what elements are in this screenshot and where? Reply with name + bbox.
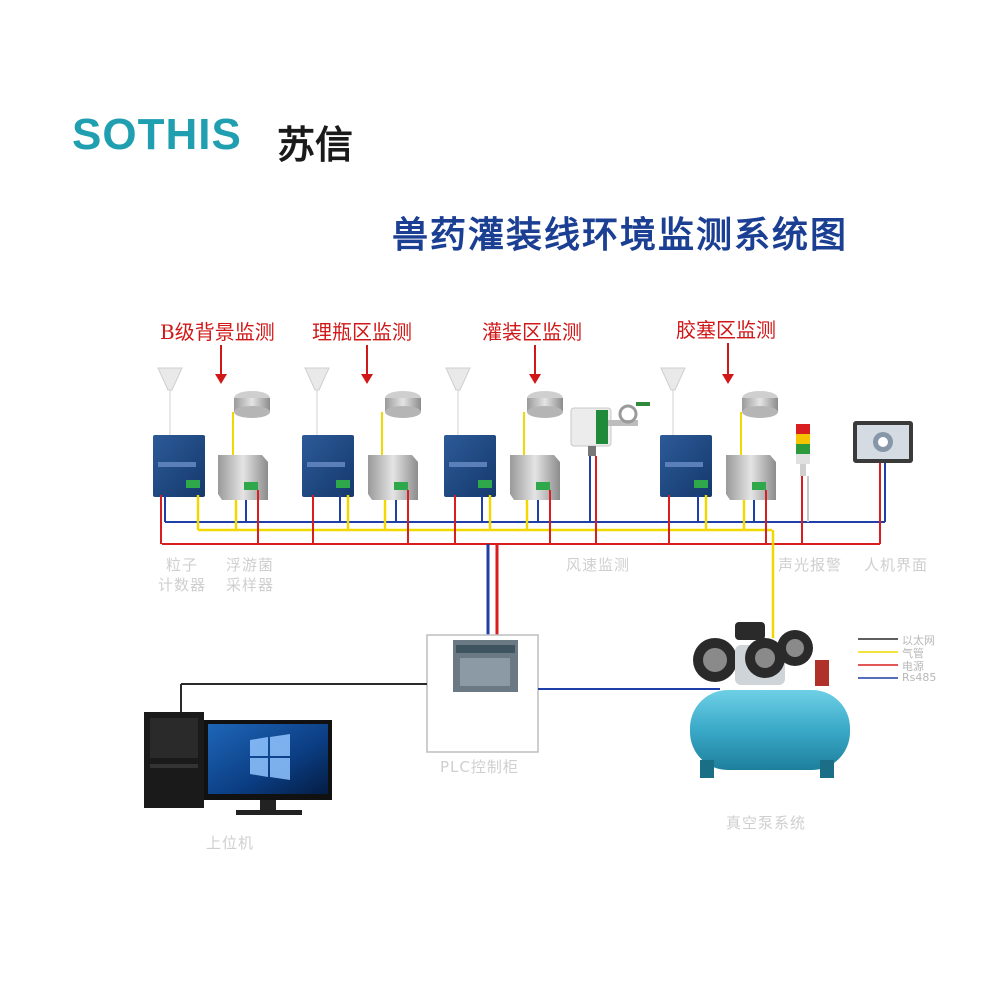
plc-cabinet xyxy=(426,634,720,753)
unit-4 xyxy=(660,367,778,544)
caption-plankton-sampler-line1: 浮游菌 xyxy=(226,556,275,574)
zone-arrows xyxy=(215,343,734,384)
caption-particle-counter: 粒子 计数器 xyxy=(158,555,206,595)
caption-plc: PLC控制柜 xyxy=(440,758,519,776)
zone-label-b-background: B级背景监测 xyxy=(160,320,275,344)
legend-power: 电源 xyxy=(902,660,924,673)
caption-pc: 上位机 xyxy=(206,834,255,852)
logo-brand: SOTHIS xyxy=(72,110,242,159)
unit-1 xyxy=(153,367,270,544)
logo-brand-cn: 苏信 xyxy=(277,123,354,167)
legend-lines xyxy=(858,638,898,679)
caption-particle-counter-line1: 粒子 xyxy=(166,556,199,574)
caption-alarm: 声光报警 xyxy=(778,556,843,574)
bus-lines xyxy=(162,521,885,545)
hmi-screen xyxy=(853,421,913,544)
caption-vacuum: 真空泵系统 xyxy=(726,814,807,832)
caption-wind-speed: 风速监测 xyxy=(566,556,631,574)
host-pc xyxy=(144,712,332,815)
diagram-title: 兽药灌装线环境监测系统图 xyxy=(392,215,849,256)
caption-particle-counter-line2: 计数器 xyxy=(158,576,207,594)
caption-plankton-sampler: 浮游菌 采样器 xyxy=(226,555,274,595)
trunk-lines xyxy=(486,530,775,638)
alarm-light xyxy=(796,424,810,544)
wind-speed-sensor xyxy=(570,402,650,544)
caption-plankton-sampler-line2: 采样器 xyxy=(226,576,275,594)
zone-label-stopper: 胶塞区监测 xyxy=(676,318,776,342)
zone-label-filling: 灌装区监测 xyxy=(482,320,582,344)
legend-rs485: Rs485 xyxy=(902,671,937,684)
zone-label-bottle-sorting: 理瓶区监测 xyxy=(312,320,412,344)
legend-ethernet: 以太网 xyxy=(902,634,935,647)
unit-3 xyxy=(444,367,563,544)
logo: SOTHIS 苏信 xyxy=(72,108,382,168)
unit-2 xyxy=(302,367,421,544)
vacuum-pump xyxy=(690,622,850,778)
caption-hmi: 人机界面 xyxy=(864,556,929,574)
legend-air-pipe: 气管 xyxy=(902,647,924,660)
ethernet-link xyxy=(180,683,427,712)
